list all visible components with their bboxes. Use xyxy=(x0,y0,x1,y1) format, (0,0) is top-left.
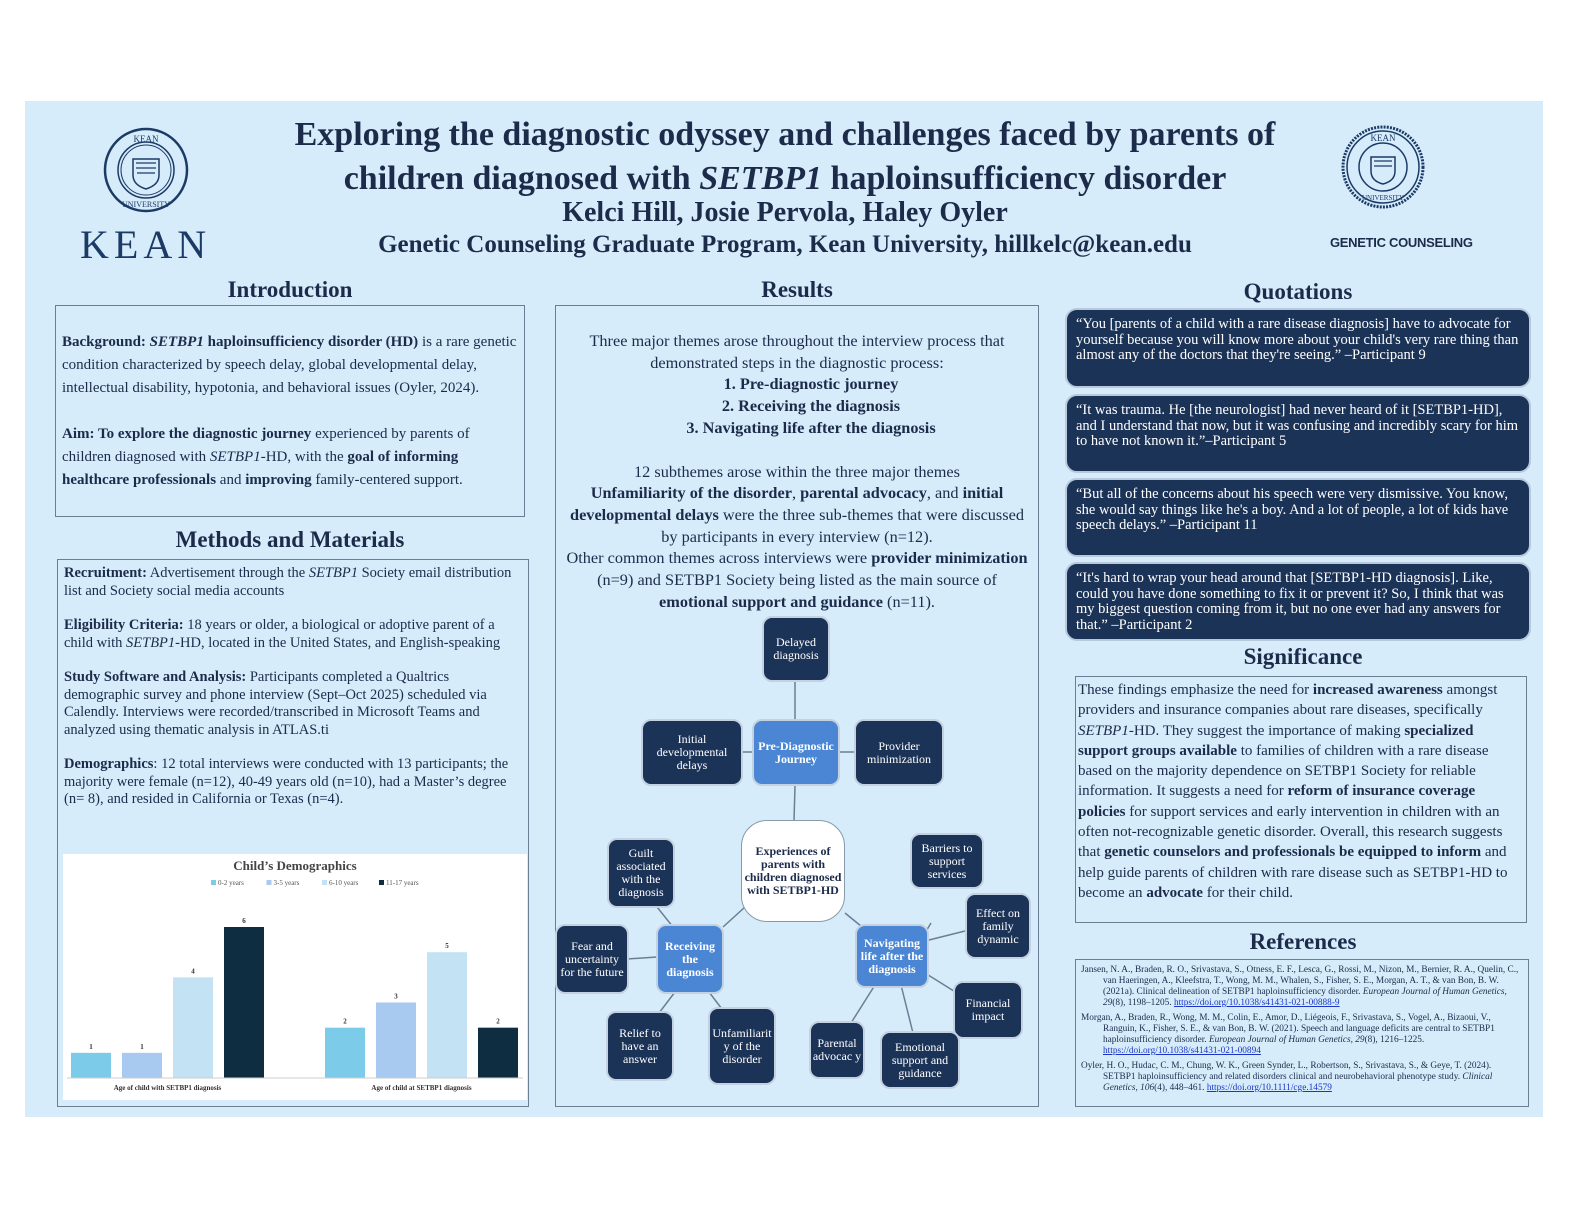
recruitment-paragraph: Recruitment: Advertisement through the S… xyxy=(64,565,512,599)
results-box xyxy=(555,305,1039,1107)
genetic-counseling-wordmark: GENETIC COUNSELING xyxy=(1330,235,1473,250)
theme-3: 3. Navigating life after the diagnosis xyxy=(686,417,936,437)
eligibility-paragraph: Eligibility Criteria: 18 years or older,… xyxy=(64,617,501,651)
legend-label: 0-2 years xyxy=(218,879,244,887)
bar-value-label: 5 xyxy=(445,942,449,950)
bar-value-label: 1 xyxy=(140,1043,144,1051)
bar-value-label: 6 xyxy=(242,917,246,925)
node-delayed-diagnosis: Delayed diagnosis xyxy=(762,616,830,682)
node-barriers: Barriers to support services xyxy=(910,833,984,889)
reference-2-link[interactable]: https://doi.org/10.1038/s41431-021-00894 xyxy=(1103,1046,1261,1056)
svg-text:UNIVERSITY: UNIVERSITY xyxy=(122,200,170,209)
results-heading: Results xyxy=(761,277,833,302)
bar xyxy=(224,927,264,1078)
chart-title: Child’s Demographics xyxy=(233,858,356,873)
legend-label: 6-10 years xyxy=(329,879,359,887)
software-paragraph: Study Software and Analysis: Participant… xyxy=(64,669,487,738)
node-unfamiliarity: Unfamiliarit y of the disorder xyxy=(708,1007,776,1085)
demographics-paragraph: Demographics: 12 total interviews were c… xyxy=(64,756,509,807)
significance-box: These findings emphasize the need for in… xyxy=(1075,676,1527,923)
title-line-1: Exploring the diagnostic odyssey and cha… xyxy=(294,116,1276,153)
bar-value-label: 4 xyxy=(191,967,195,975)
poster: KEAN UNIVERSITY KEAN KEAN UNIVERSITY GEN… xyxy=(25,101,1543,1117)
title-line-2: children diagnosed with SETBP1 haploinsu… xyxy=(343,160,1227,197)
authors: Kelci Hill, Josie Pervola, Haley Oyler xyxy=(562,197,1008,228)
category-label: Age of child at SETBP1 diagnosis xyxy=(371,1084,471,1092)
node-pre-diagnostic-journey: Pre-Diagnostic Journey xyxy=(752,719,840,786)
methods-box: Recruitment: Advertisement through the S… xyxy=(57,559,529,1107)
introduction-box: Background: SETBP1 haploinsufficiency di… xyxy=(55,305,525,517)
affiliation: Genetic Counseling Graduate Program, Kea… xyxy=(378,231,1192,258)
subthemes-paragraph: Unfamiliarity of the disorder, parental … xyxy=(570,483,1024,546)
node-receiving-the-diagnosis: Receiving the diagnosis xyxy=(656,924,724,994)
node-parental-advocacy: Parental advocac y xyxy=(809,1021,865,1079)
legend-label: 3-5 years xyxy=(274,879,300,887)
poster-title: Exploring the diagnostic odyssey and cha… xyxy=(255,113,1315,201)
significance-heading: Significance xyxy=(1243,644,1363,669)
reference-3: Oyler, H. O., Hudac, C. M., Chung, W. K.… xyxy=(1081,1061,1493,1093)
introduction-heading: Introduction xyxy=(227,277,353,302)
kean-wordmark: KEAN xyxy=(80,222,212,267)
node-fear-uncertainty: Fear and uncertainty for the future xyxy=(555,924,629,994)
node-center-experiences: Experiences of parents with children dia… xyxy=(741,820,845,922)
svg-text:KEAN: KEAN xyxy=(134,134,159,144)
kean-university-seal-logo: KEAN UNIVERSITY xyxy=(103,127,189,213)
quote-card: “It was trauma. He [the neurologist] had… xyxy=(1065,394,1531,473)
legend-swatch xyxy=(322,880,327,885)
category-label: Age of child with SETBP1 diagnosis xyxy=(114,1084,222,1092)
quotations-heading: Quotations xyxy=(1243,279,1353,304)
reference-3-link[interactable]: https://doi.org/10.1111/cge.14579 xyxy=(1206,1083,1332,1093)
quote-card: “But all of the concerns about his speec… xyxy=(1065,478,1531,557)
methods-heading: Methods and Materials xyxy=(175,527,405,552)
bar xyxy=(427,952,467,1078)
theme-2: 2. Receiving the diagnosis xyxy=(721,396,901,416)
node-effect-on-family: Effect on family dynamic xyxy=(965,893,1031,959)
quote-card: “You [parents of a child with a rare dis… xyxy=(1065,308,1531,388)
references-box: Jansen, N. A., Braden, R. O., Srivastava… xyxy=(1075,959,1529,1107)
node-initial-developmental-delays: Initial developmental delays xyxy=(641,719,743,786)
bar xyxy=(376,1002,416,1078)
bar xyxy=(173,977,213,1078)
subthemes-line: 12 subthemes arose within the three majo… xyxy=(634,461,960,481)
reference-2: Morgan, A., Braden, R., Wong, M. M., Col… xyxy=(1081,1013,1495,1056)
aim-paragraph: Aim: To explore the diagnostic journey e… xyxy=(62,426,470,488)
quote-card: “It's hard to wrap your head around that… xyxy=(1065,562,1531,641)
svg-text:KEAN: KEAN xyxy=(1371,133,1396,143)
legend-label: 11-17 years xyxy=(386,879,419,887)
bar xyxy=(122,1052,162,1078)
reference-1: Jansen, N. A., Braden, R. O., Srivastava… xyxy=(1081,965,1519,1008)
node-relief: Relief to have an answer xyxy=(606,1011,674,1081)
legend-swatch xyxy=(379,880,384,885)
legend-swatch xyxy=(211,880,216,885)
bar xyxy=(325,1027,365,1078)
svg-text:UNIVERSITY: UNIVERSITY xyxy=(1362,194,1404,202)
node-guilt: Guilt associated with the diagnosis xyxy=(607,838,675,908)
background-paragraph: Background: SETBP1 haploinsufficiency di… xyxy=(62,334,517,396)
demographics-chart: Child’s Demographics 0-2 years 3-5 years 6-… xyxy=(63,854,527,1100)
bar-value-label: 1 xyxy=(89,1043,93,1051)
results-intro: Three major themes arose throughout the … xyxy=(589,331,1005,372)
bar-value-label: 3 xyxy=(394,993,398,1001)
bar xyxy=(71,1052,111,1078)
genetic-counseling-seal-logo: KEAN UNIVERSITY xyxy=(1341,125,1425,209)
node-navigating-life: Navigating life after the diagnosis xyxy=(855,924,929,988)
bar xyxy=(478,1027,518,1078)
bar-value-label: 2 xyxy=(496,1018,500,1026)
node-financial-impact: Financial impact xyxy=(953,981,1023,1039)
references-heading: References xyxy=(1249,929,1357,954)
reference-1-link[interactable]: https://doi.org/10.1038/s41431-021-00888… xyxy=(1173,998,1340,1008)
bar-value-label: 2 xyxy=(343,1018,347,1026)
results-text: Three major themes arose throughout the … xyxy=(561,330,1033,612)
theme-1: 1. Pre-diagnostic journey xyxy=(723,374,899,394)
node-emotional-support: Emotional support and guidance xyxy=(880,1031,960,1089)
node-provider-minimization: Provider minimization xyxy=(854,719,944,786)
legend-swatch xyxy=(266,880,272,885)
other-themes-paragraph: Other common themes across interviews we… xyxy=(566,548,1028,611)
